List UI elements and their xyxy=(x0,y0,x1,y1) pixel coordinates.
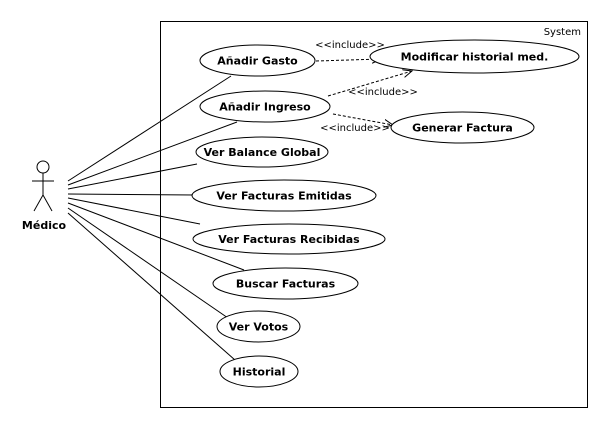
use-case-ellipse xyxy=(191,179,377,212)
use-case-ellipse xyxy=(216,310,301,343)
use-case-ellipse xyxy=(212,267,359,300)
use-case-ver-votos: Ver Votos xyxy=(216,310,301,343)
use-case-anadir-ingreso: Añadir Ingreso xyxy=(199,90,331,123)
use-case-ellipse xyxy=(199,44,316,77)
include-arrow-ingreso-factura xyxy=(332,113,393,125)
use-case-label: Buscar Facturas xyxy=(236,278,336,291)
include-label-1: <<include>> xyxy=(315,40,385,51)
use-case-label: Historial xyxy=(233,366,286,379)
include-arrow-gasto-modificar xyxy=(315,59,381,61)
use-case-ellipse xyxy=(390,111,535,144)
use-case-ellipse xyxy=(369,39,580,74)
actor-medico xyxy=(32,160,54,212)
use-case-label: Ver Facturas Emitidas xyxy=(216,190,352,203)
use-case-ellipse xyxy=(219,355,299,388)
use-case-label: Generar Factura xyxy=(412,122,513,135)
use-case-ellipse xyxy=(192,223,386,255)
associations xyxy=(67,75,245,361)
assoc-ver-balance-global xyxy=(67,163,198,190)
assoc-ver-facturas-emitidas xyxy=(67,193,196,196)
actor-right-leg xyxy=(42,194,53,212)
use-case-label: Ver Balance Global xyxy=(204,146,321,159)
use-case-label: Ver Facturas Recibidas xyxy=(218,233,360,246)
use-case-buscar-facturas: Buscar Facturas xyxy=(212,267,359,300)
assoc-anadir-ingreso xyxy=(67,121,238,186)
assoc-historial xyxy=(67,212,236,361)
use-case-anadir-gasto: Añadir Gasto xyxy=(199,44,316,77)
use-case-label: Modificar historial med. xyxy=(401,51,549,64)
use-case-label: Añadir Ingreso xyxy=(219,101,311,114)
include-relations xyxy=(315,59,412,125)
use-case-historial: Historial xyxy=(219,355,299,388)
assoc-buscar-facturas xyxy=(67,202,245,271)
actor-left-leg xyxy=(33,194,44,212)
actor-name: Médico xyxy=(22,219,67,232)
use-case-ver-facturas-recibidas: Ver Facturas Recibidas xyxy=(192,223,386,255)
use-case-ver-balance-global: Ver Balance Global xyxy=(195,136,329,168)
actor-head xyxy=(36,160,50,174)
include-label-3: <<include>> xyxy=(320,123,390,134)
assoc-ver-facturas-recibidas xyxy=(67,197,201,225)
use-case-ellipse xyxy=(199,90,331,123)
use-case-label: Añadir Gasto xyxy=(217,55,298,68)
include-label-2: <<include>> xyxy=(348,87,418,98)
system-boundary xyxy=(160,21,588,408)
assoc-ver-votos xyxy=(67,207,229,319)
use-case-modificar-historial: Modificar historial med. xyxy=(369,39,580,74)
assoc-anadir-gasto xyxy=(67,75,232,182)
use-case-ver-facturas-emitidas: Ver Facturas Emitidas xyxy=(191,179,377,212)
use-case-generar-factura: Generar Factura xyxy=(390,111,535,144)
system-label: System xyxy=(544,27,581,38)
use-case-label: Ver Votos xyxy=(229,321,289,334)
use-case-ellipse xyxy=(195,136,329,168)
